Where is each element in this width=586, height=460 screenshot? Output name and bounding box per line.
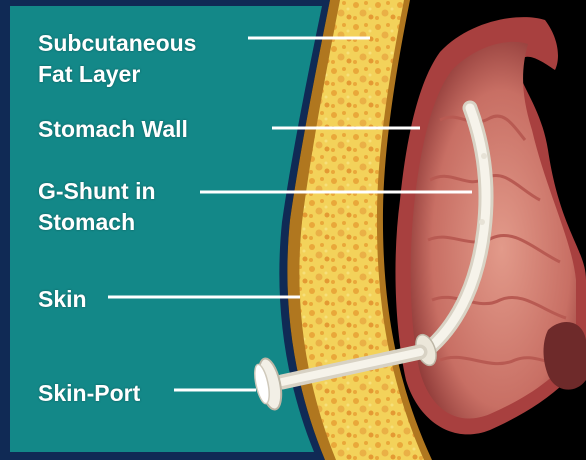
g-shunt-hole-1 xyxy=(481,153,487,159)
g-shunt-hole-2 xyxy=(479,219,485,225)
label-skin-port: Skin-Port xyxy=(38,378,140,409)
label-stomach-wall: Stomach Wall xyxy=(38,114,188,145)
label-subcutaneous-fat-layer: Subcutaneous Fat Layer xyxy=(38,28,196,90)
label-g-shunt-in-stomach: G-Shunt in Stomach xyxy=(38,176,156,238)
label-skin: Skin xyxy=(38,284,87,315)
